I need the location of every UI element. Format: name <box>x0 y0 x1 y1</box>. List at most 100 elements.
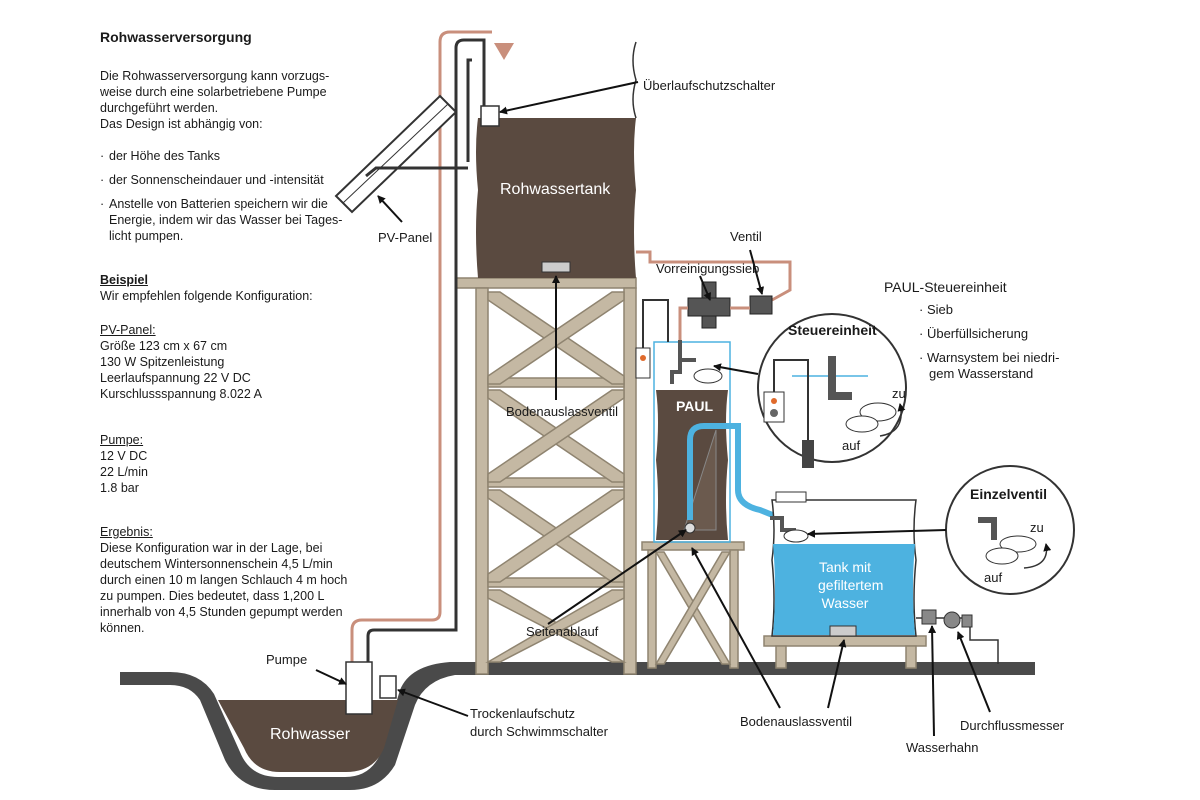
single-valve-float-open <box>985 547 1019 565</box>
tall-tower <box>455 277 637 675</box>
bullet-text: Energie, indem wir das Wasser bei Tages- <box>109 213 343 227</box>
inlet-arrow <box>494 43 514 60</box>
valve-body <box>749 295 773 315</box>
bullet-item: ·der Sonnenscheindauer und -intensität <box>100 172 350 188</box>
callout-flow-meter <box>956 631 991 713</box>
control-unit-switch <box>763 391 785 423</box>
paul-feature: · Überfüllsicherung <box>919 326 1029 341</box>
control-unit-arrow <box>879 403 906 437</box>
label-overflow-switch: Überlaufschutzschalter <box>643 78 776 93</box>
label-control-unit: Steuereinheit <box>788 322 877 338</box>
callout-overflow <box>499 81 639 115</box>
label-dry-run-1: Trockenlaufschutz <box>470 706 576 721</box>
callout-bottom-valve-bottom <box>691 547 781 709</box>
paul-feature: · Sieb <box>919 302 953 317</box>
raw-water-pond <box>218 700 398 772</box>
label-single-valve: Einzelventil <box>970 486 1048 502</box>
pv-panel-line <box>342 103 449 204</box>
label-prefilter: Vorreinigungssieb <box>656 261 760 276</box>
riser-pipe-inner <box>366 38 486 665</box>
paul-feature-text: Warnsystem bei niedri- <box>926 350 1060 365</box>
result-line: innerhalb von 4,5 Stunden gepumpt werden <box>100 605 343 619</box>
label-zu-single: zu <box>1030 520 1044 535</box>
raw-tank-outline <box>632 41 637 119</box>
pump-heading: Pumpe: <box>100 433 144 447</box>
result-line: durch einen 10 m langen Schlauch 4 m hoc… <box>100 573 348 587</box>
control-unit-indicator <box>771 398 777 404</box>
example-heading: Beispiel <box>100 273 148 287</box>
pump-line: 12 V DC <box>100 449 148 463</box>
pv-section: PV-Panel: Größe 123 cm x 67 cm 130 W Spi… <box>100 322 262 402</box>
bullet-text: der Sonnenscheindauer und -intensität <box>109 173 324 187</box>
bullet-item: ·der Höhe des Tanks <box>100 148 350 164</box>
pump-body <box>345 661 373 715</box>
callout-pump <box>315 669 347 685</box>
label-zu-control: zu <box>892 386 906 401</box>
paul-feature-cont: gem Wasserstand <box>929 366 1034 381</box>
example-section: Beispiel Wir empfehlen folgende Konfigur… <box>100 272 313 304</box>
pump-line: 22 L/min <box>100 465 148 479</box>
overflow-pipe <box>636 250 792 302</box>
filtered-tank-line: Wasser <box>821 595 869 611</box>
raw-water-tank <box>476 118 636 278</box>
ground-line <box>120 662 1035 790</box>
intro-line: Das Design ist abhängig von: <box>100 117 263 131</box>
prefilter-body <box>687 297 731 317</box>
bullet-item: · Anstelle von Batterien speichern wir d… <box>100 196 350 244</box>
paul-cable <box>642 299 669 348</box>
filtered-tank-cap <box>775 491 807 503</box>
paul-feature-text: Sieb <box>926 302 953 317</box>
label-auf-control: auf <box>842 438 861 453</box>
pv-mount <box>365 166 468 178</box>
paul-indicator <box>640 355 646 361</box>
callout-control <box>713 363 759 375</box>
filtered-tank-line: Tank mit <box>818 559 872 575</box>
label-valve: Ventil <box>730 229 762 244</box>
raw-tank-outlet <box>541 261 571 273</box>
paul-feature-text: Überfüllsicherung <box>926 326 1029 341</box>
label-side-drain: Seitenablauf <box>526 624 599 639</box>
label-pump: Pumpe <box>266 652 308 667</box>
filtered-tank-outlet <box>829 625 857 637</box>
label-flow-meter: Durchflussmesser <box>960 718 1065 733</box>
prefilter-outlet <box>701 315 717 329</box>
label-raw-tank: Rohwassertank <box>500 181 611 198</box>
filtered-tank-float <box>783 529 809 543</box>
callout-tap <box>928 625 937 737</box>
pv-cable <box>466 58 472 162</box>
page-title: Rohwasserversorgung <box>100 29 252 45</box>
paul-float <box>693 368 723 384</box>
pv-line: Größe 123 cm x 67 cm <box>100 339 228 353</box>
label-tap: Wasserhahn <box>906 740 979 755</box>
bullet-text: der Höhe des Tanks <box>109 149 220 163</box>
pv-line: 130 W Spitzenleistung <box>100 355 225 369</box>
paul-bottom-valve <box>684 522 696 534</box>
intro-line: Die Rohwasserversorgung kann vorzugs- <box>100 69 330 83</box>
flow-meter-body <box>943 611 961 629</box>
result-line: Diese Konfiguration war in der Lage, bei <box>100 541 323 555</box>
float-switch <box>379 675 397 699</box>
pv-line: Kurschlussspannung 8.022 A <box>100 387 262 401</box>
result-section: Ergebnis: Diese Konfiguration war in der… <box>100 524 347 636</box>
label-paul-unit-title: PAUL-Steuereinheit <box>884 279 1007 295</box>
single-valve-arrow <box>1023 543 1052 569</box>
control-unit-pipe <box>828 356 852 400</box>
example-intro: Wir empfehlen folgende Konfiguration: <box>100 289 313 303</box>
label-bottom-valve-top: Bodenauslassventil <box>506 404 619 419</box>
callout-prefilter <box>699 275 711 301</box>
filtered-tank-valve <box>770 516 796 532</box>
callout-dry-run <box>397 688 469 717</box>
control-unit-knob <box>770 409 778 417</box>
bullet-text: licht pumpen. <box>109 229 184 243</box>
paul-switchbox <box>635 347 651 379</box>
control-unit-float-open <box>845 415 879 433</box>
single-valve-float <box>999 535 1037 553</box>
paul-feature: · Warnsystem bei niedri- <box>919 350 1060 365</box>
intro-text: Die Rohwasserversorgung kann vorzugs- we… <box>100 68 329 132</box>
pump-line: 1.8 bar <box>100 481 139 495</box>
callout-side-drain <box>547 529 687 625</box>
callout-single <box>807 529 947 538</box>
bullet-text: Anstelle von Batterien speichern wir die <box>109 197 328 211</box>
